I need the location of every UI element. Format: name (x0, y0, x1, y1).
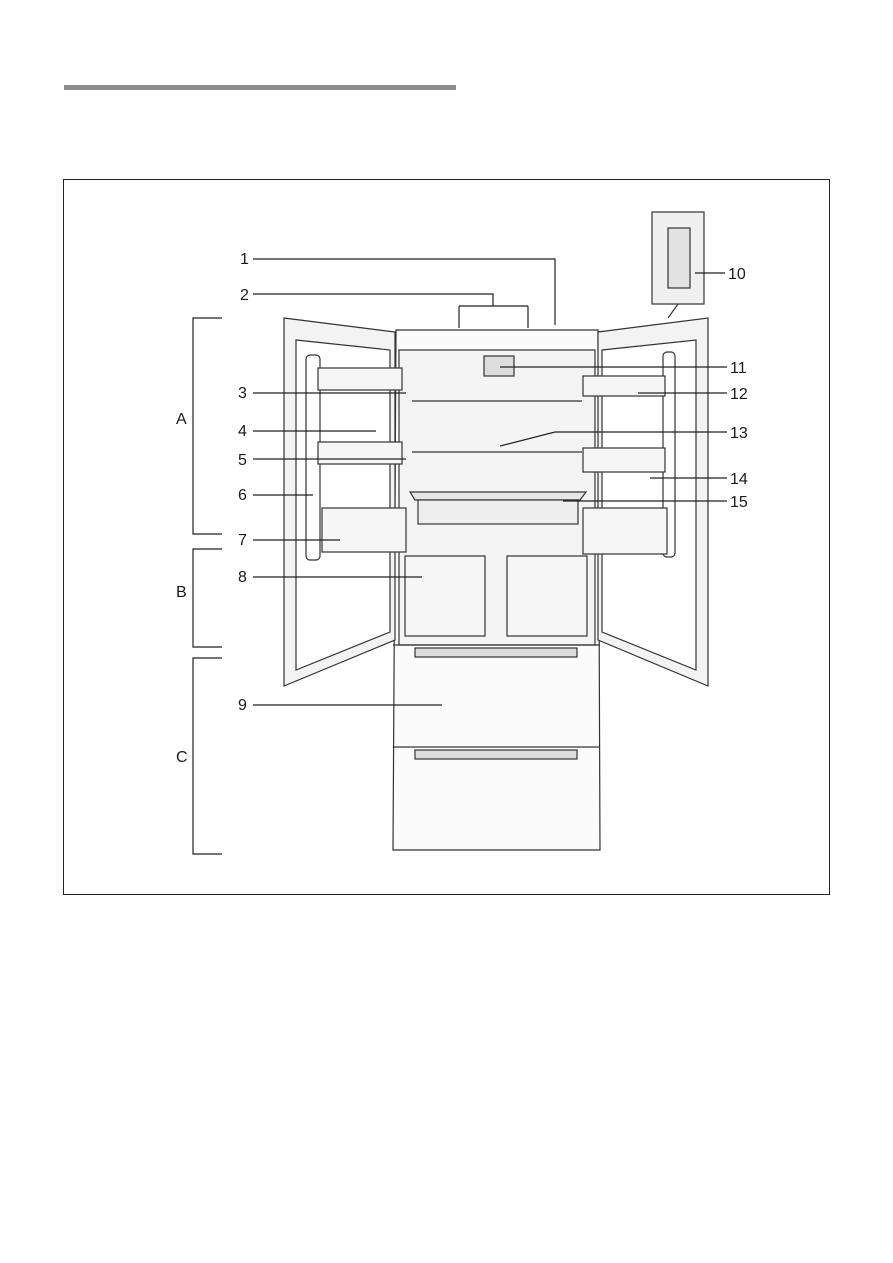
callout-14: 14 (730, 471, 748, 488)
callout-4: 4 (238, 423, 247, 440)
callout-5: 5 (238, 452, 247, 469)
callout-7: 7 (238, 532, 247, 549)
callout-11: 11 (730, 360, 747, 377)
callout-9: 9 (238, 697, 247, 714)
section-label-c: C (176, 749, 188, 766)
section-label-b: B (176, 584, 187, 601)
callout-3: 3 (238, 385, 247, 402)
callout-13: 13 (730, 425, 748, 442)
callout-15: 15 (730, 494, 748, 511)
callout-12: 12 (730, 386, 748, 403)
callout-8: 8 (238, 569, 247, 586)
callout-1: 1 (240, 251, 249, 268)
section-label-a: A (176, 411, 187, 428)
callout-2: 2 (240, 287, 249, 304)
callout-10: 10 (728, 266, 746, 283)
callout-6: 6 (238, 487, 247, 504)
